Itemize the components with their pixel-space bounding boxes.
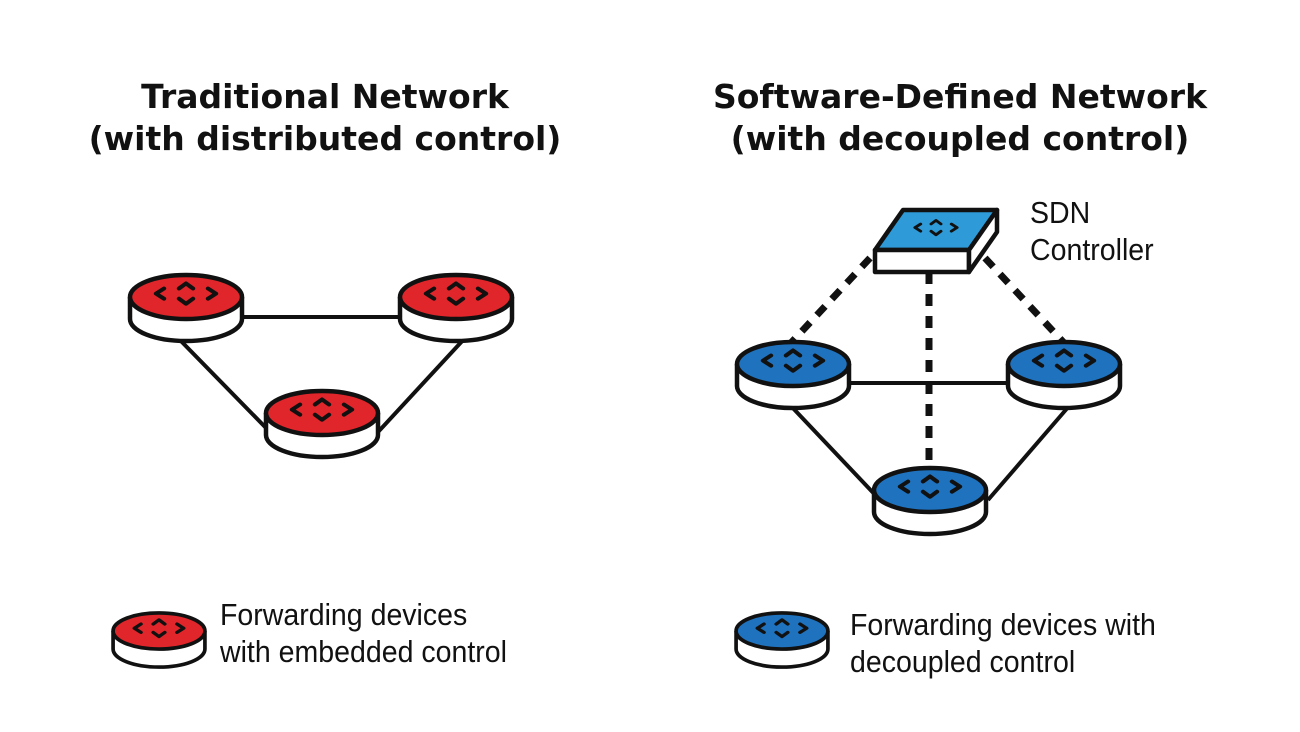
sdn-legend-line2: decoupled control	[850, 644, 1076, 679]
sdn-router-bottom-icon	[871, 465, 989, 537]
controller-label-line1: SDN	[1030, 195, 1091, 230]
sdn-router-left-icon	[734, 339, 852, 411]
legend-traditional-router-icon	[111, 611, 207, 669]
traditional-legend-label: Forwarding devices with embedded control	[220, 596, 507, 670]
legend-sdn-router-icon	[734, 611, 830, 669]
sdn-control-links	[787, 255, 1068, 480]
traditional-links	[176, 315, 467, 434]
traditional-title-line1: Traditional Network	[141, 77, 509, 116]
sdn-title-line2: (with decoupled control)	[730, 119, 1190, 158]
sdn-title-line1: Software-Defined Network	[712, 77, 1208, 116]
sdn-controller-label: SDN Controller	[1030, 194, 1154, 268]
traditional-router-left-icon	[127, 272, 245, 344]
controller-switch-icon	[872, 207, 1000, 275]
sdn-title: Software-Defined Network (with decoupled…	[680, 76, 1240, 160]
traditional-router-bottom-icon	[263, 388, 381, 460]
sdn-legend-line1: Forwarding devices with	[850, 607, 1156, 642]
traditional-legend-line2: with embedded control	[220, 634, 507, 669]
traditional-title-line2: (with distributed control)	[88, 119, 562, 158]
controller-label-line2: Controller	[1030, 232, 1154, 267]
sdn-router-right-icon	[1005, 339, 1123, 411]
traditional-router-right-icon	[397, 272, 515, 344]
traditional-network-title: Traditional Network (with distributed co…	[60, 76, 590, 160]
sdn-legend-label: Forwarding devices with decoupled contro…	[850, 606, 1156, 680]
traditional-legend-line1: Forwarding devices	[220, 597, 468, 632]
